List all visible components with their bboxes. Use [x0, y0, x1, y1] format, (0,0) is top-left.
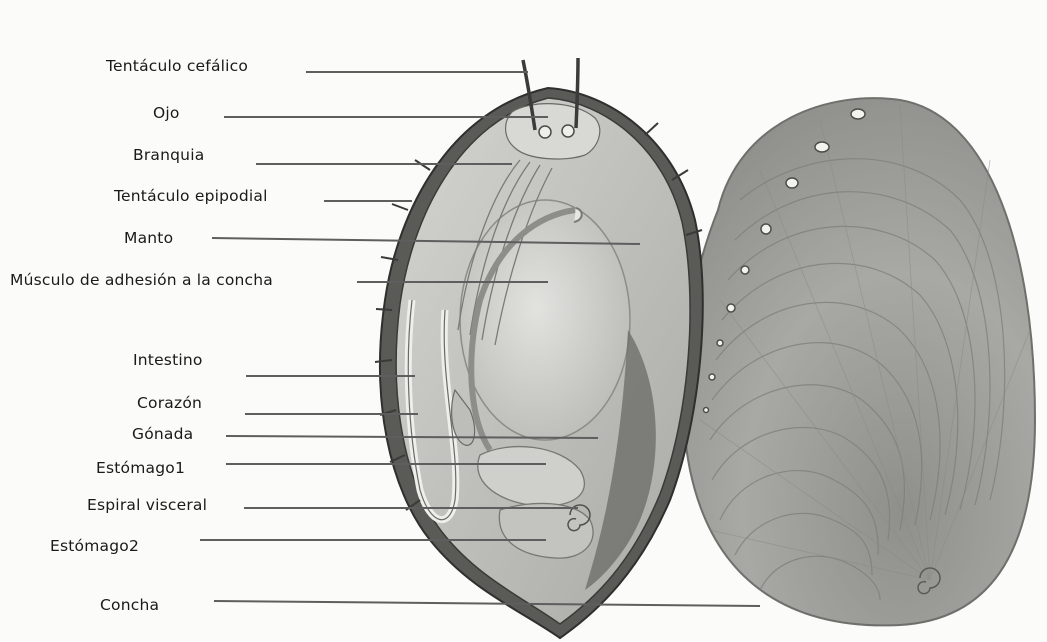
label-corazon: Corazón	[137, 394, 202, 412]
label-estomago1: Estómago1	[96, 459, 185, 477]
leader-concha	[214, 601, 760, 606]
shell-exterior	[683, 98, 1035, 625]
label-musculo: Músculo de adhesión a la concha	[10, 271, 273, 289]
label-branquia: Branquia	[133, 146, 204, 164]
label-manto: Manto	[124, 229, 173, 247]
label-tentaculo-epipodial: Tentáculo epipodial	[114, 187, 268, 205]
label-espiral-visceral: Espiral visceral	[87, 496, 207, 514]
eye-right	[562, 125, 574, 137]
cephalic-tentacle-right	[576, 58, 578, 128]
label-intestino: Intestino	[133, 351, 203, 369]
label-estomago2: Estómago2	[50, 537, 139, 555]
label-gonada: Gónada	[132, 425, 193, 443]
abalone-body	[375, 58, 703, 638]
eye-left	[539, 126, 551, 138]
label-concha: Concha	[100, 596, 159, 614]
head	[506, 104, 600, 159]
label-ojo: Ojo	[153, 104, 180, 122]
label-tentaculo-cefalico: Tentáculo cefálico	[106, 57, 248, 75]
